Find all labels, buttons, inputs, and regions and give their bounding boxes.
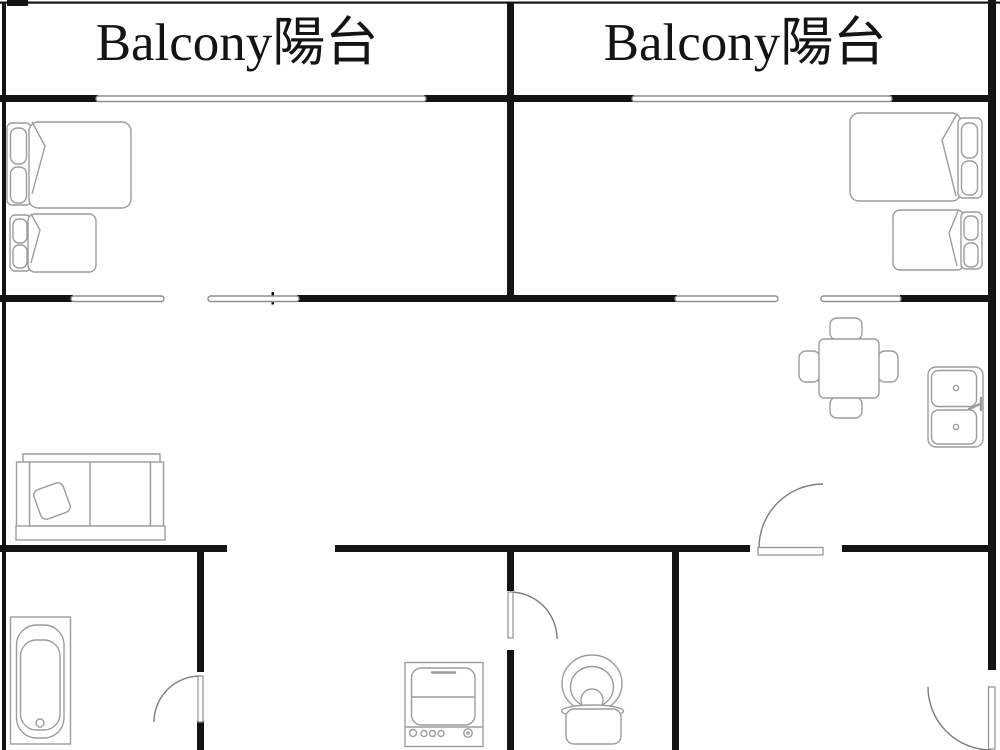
chair-right	[877, 350, 899, 383]
top-left-wall-nub	[7, 0, 28, 6]
sofa	[15, 453, 166, 541]
toilet-wall-upper	[507, 551, 514, 591]
toilet-tank	[565, 708, 622, 745]
blanket-fold	[30, 213, 41, 264]
bed-mattress	[892, 209, 965, 271]
windows	[70, 95, 902, 303]
pillow	[960, 160, 979, 196]
bathtub-drain	[35, 718, 45, 728]
bathtub-inner	[19, 639, 61, 731]
entry-door-arc	[758, 483, 824, 549]
sliding-panel-left-b	[207, 295, 300, 303]
lower-wall-seg1	[0, 545, 227, 552]
sliding-panel-right-b	[820, 295, 902, 303]
washer-button	[437, 729, 445, 738]
bathroom-door-arc	[153, 675, 201, 723]
bed-mattress	[849, 112, 962, 202]
toilet-right-wall	[672, 551, 679, 750]
balcony-wall-seg1	[0, 95, 98, 102]
balcony-window-left	[95, 95, 427, 103]
sofa-arm-left	[15, 461, 31, 532]
double-bed-right	[849, 112, 983, 202]
pillow	[9, 166, 28, 204]
entry-door-leaf	[757, 546, 824, 556]
pillow	[960, 122, 979, 159]
washing-machine	[404, 661, 484, 748]
pillow	[9, 127, 28, 165]
sink-faucet	[967, 396, 983, 412]
sofa-back	[22, 453, 161, 463]
pillow	[12, 218, 28, 244]
right-wall-door-leaf	[987, 686, 996, 750]
balcony-window-right	[631, 95, 893, 103]
chair-left	[798, 350, 821, 383]
washer-button	[428, 729, 437, 738]
pillow	[963, 215, 979, 241]
toilet-door-arc	[509, 591, 558, 640]
lower-wall-seg3	[842, 545, 996, 552]
sliding-panel-right-a	[674, 295, 779, 303]
right-exterior-wall	[988, 0, 996, 670]
bathroom-wall-upper	[197, 551, 204, 672]
balcony-label-right: Balcony陽台	[604, 14, 887, 72]
sink-drain	[952, 423, 960, 431]
blanket-fold	[31, 121, 46, 195]
balcony-divider-wall	[507, 2, 514, 302]
left-exterior-wall	[2, 1, 6, 750]
top-border-wall	[0, 1, 1000, 4]
sofa-arm-right	[149, 461, 165, 532]
dining-table-chairs	[798, 317, 899, 419]
washer-button	[420, 729, 428, 738]
balcony-wall-seg3	[890, 95, 996, 102]
double-bed-left	[6, 121, 132, 209]
bathroom-door-leaf	[197, 675, 204, 723]
sofa-base	[15, 525, 166, 541]
washer-knob	[408, 728, 418, 738]
bed-mattress	[28, 121, 132, 209]
pillow	[963, 242, 979, 268]
balcony-label-left: Balcony陽台	[96, 14, 379, 72]
sliding-panel-left-a	[70, 295, 165, 303]
doors	[153, 483, 996, 750]
washer-dial-dot	[466, 731, 470, 735]
pillow	[12, 244, 28, 269]
blanket-fold	[948, 210, 959, 267]
sofa-cushion	[33, 482, 71, 520]
bathroom-wall-lower	[197, 721, 204, 750]
balcony-wall-seg2	[424, 95, 634, 102]
mid-wall-seg1	[0, 295, 73, 302]
mid-wall-seg2	[297, 295, 677, 302]
double-basin-sink	[927, 366, 984, 448]
chair-top	[829, 317, 863, 341]
single-bed-left	[9, 213, 97, 273]
blanket-fold	[941, 113, 958, 197]
sink-drain	[952, 384, 960, 392]
single-bed-right	[892, 209, 983, 271]
toilet-door-leaf	[507, 591, 514, 639]
lower-wall-seg2	[335, 545, 750, 552]
labels: Balcony陽台 Balcony陽台	[96, 14, 887, 72]
chair-bottom	[829, 396, 863, 419]
bed-mattress	[27, 213, 97, 273]
right-wall-door-arc	[927, 686, 992, 750]
toilet	[560, 654, 625, 745]
washer-dial	[463, 728, 473, 738]
mid-wall-seg3	[900, 295, 996, 302]
toilet-wall-lower	[507, 650, 514, 750]
dining-table	[818, 338, 880, 399]
bathtub	[9, 616, 72, 745]
